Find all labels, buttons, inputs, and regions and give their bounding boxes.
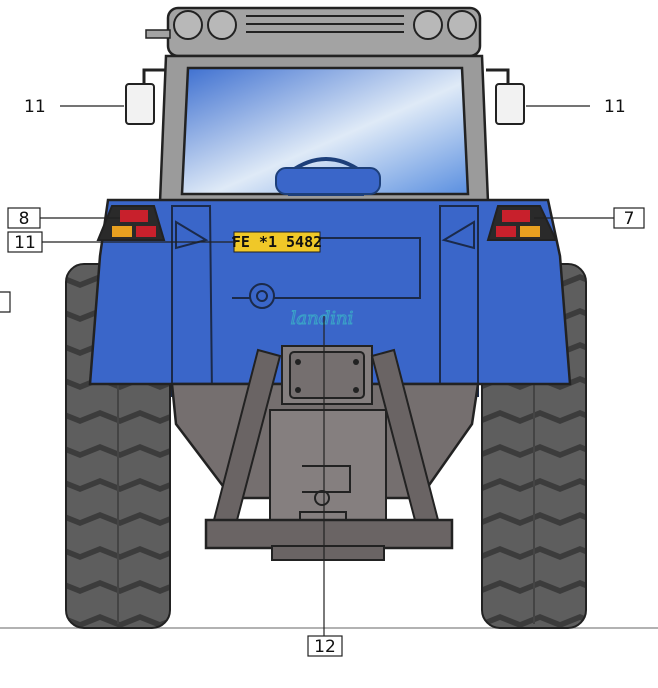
callout-plate-light-box: 11: [7, 231, 43, 253]
three-point-hitch: [204, 348, 454, 561]
callout-left-tail-light-box: 8: [7, 207, 41, 229]
rear-window: [180, 66, 470, 196]
plate-text: FE *1 5482: [232, 233, 322, 251]
callout-left-work-light: 11: [24, 97, 46, 117]
right-work-light: [486, 68, 525, 125]
callout-left-tail-light: 8: [19, 209, 30, 229]
right-tail-light: [486, 205, 558, 241]
license-plate: FE *1 5482: [232, 231, 322, 253]
leader-lines: [40, 105, 614, 636]
partial-callout-box: [0, 291, 11, 313]
left-tail-light: [96, 205, 166, 241]
callout-right-tail-light-box: 7: [613, 207, 645, 229]
callout-hitch: 12: [314, 637, 336, 657]
callout-right-tail-light: 7: [624, 209, 635, 229]
left-work-light: [125, 68, 166, 125]
callout-plate-light: 11: [14, 233, 36, 253]
brand-logo: landini: [291, 308, 354, 329]
cab: [145, 6, 490, 204]
callout-hitch-box: 12: [307, 635, 343, 657]
callout-right-work-light: 11: [604, 97, 626, 117]
